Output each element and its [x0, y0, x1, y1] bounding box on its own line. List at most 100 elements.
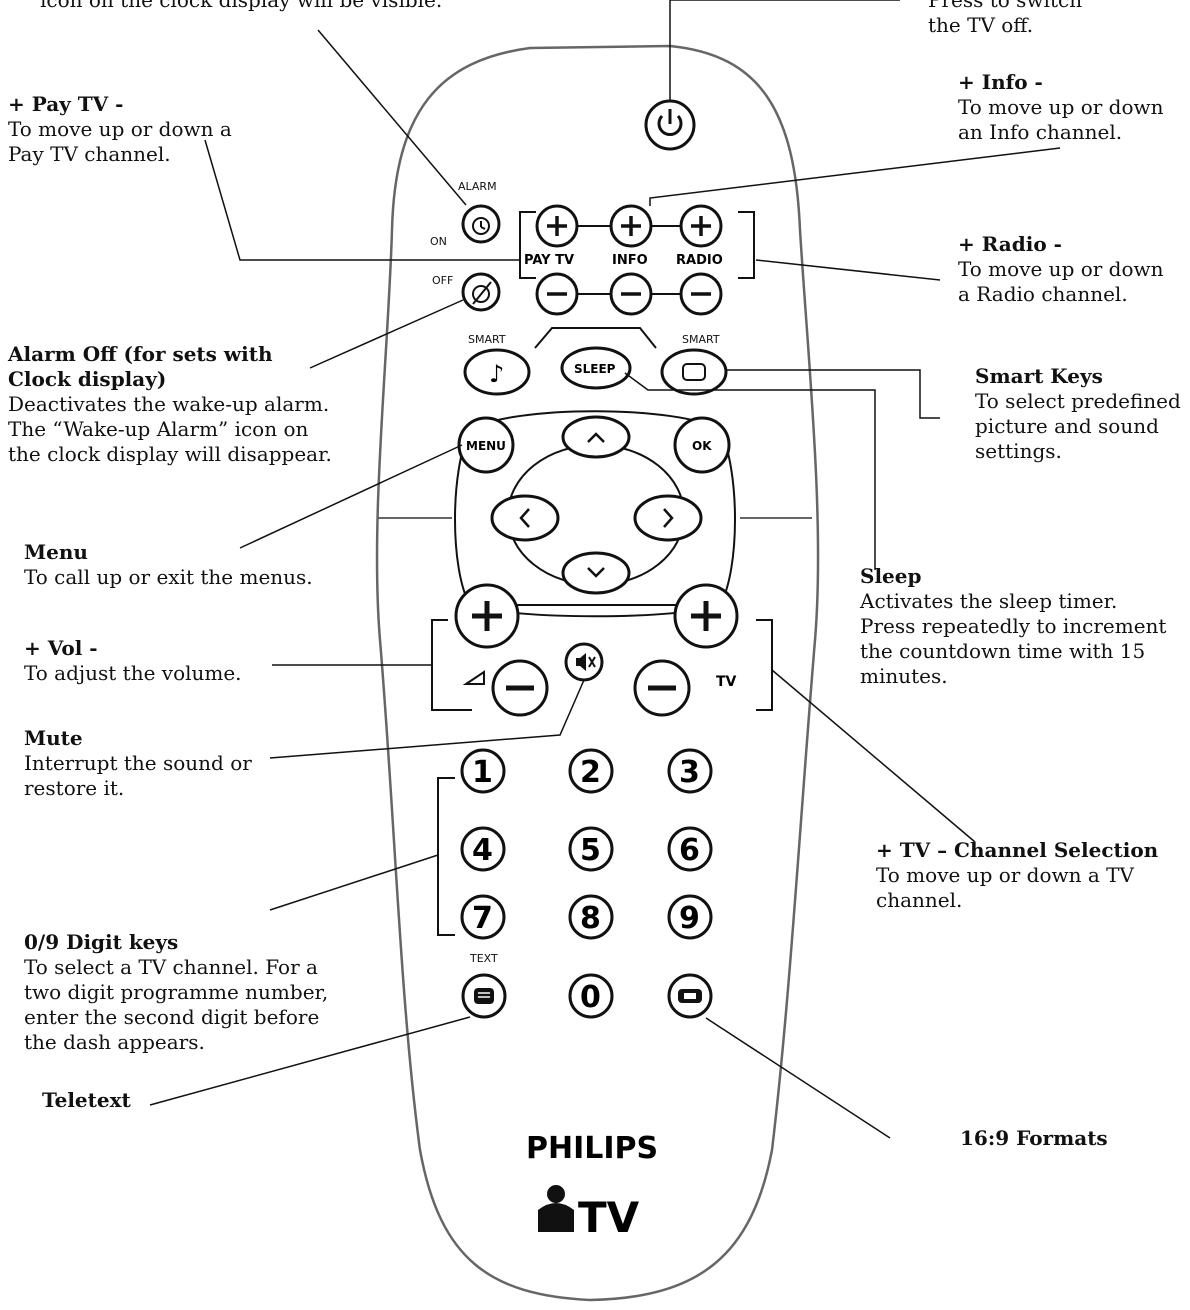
tv-channel-title: + TV – Channel Selection — [876, 838, 1159, 862]
alarm-on-button[interactable] — [461, 204, 501, 244]
left-button[interactable] — [490, 494, 560, 542]
digit-key-label: 5 — [580, 833, 601, 868]
music-note-icon: ♪ — [489, 360, 504, 388]
digit-key-7[interactable]: 7 — [460, 894, 506, 940]
ok-label: OK — [692, 439, 712, 453]
tv-logo: TV — [538, 1185, 640, 1242]
digit-key-label: 9 — [679, 901, 700, 936]
tv-logo-text: TV — [578, 1193, 640, 1242]
radio-desc-1: To move up or down — [958, 257, 1164, 281]
smart-sound-button[interactable]: ♪ — [463, 348, 531, 396]
digit-keys-annotation: 0/9 Digit keys To select a TV channel. F… — [24, 930, 328, 1055]
alarm-off-title-1: Alarm Off (for sets with — [8, 342, 273, 366]
pay-tv-title: + Pay TV - — [8, 92, 124, 116]
power-desc-2: the TV off. — [928, 13, 1034, 37]
digit-key-label: 4 — [472, 833, 493, 868]
digit-key-3[interactable]: 3 — [667, 748, 713, 794]
mute-desc-1: Interrupt the sound or — [24, 751, 252, 775]
info-desc-1: To move up or down — [958, 95, 1164, 119]
vol-desc-1: To adjust the volume. — [24, 661, 242, 685]
alarm-off-desc-3: the clock display will disappear. — [8, 442, 332, 466]
digit-keys-title: 0/9 Digit keys — [24, 930, 179, 954]
digit-key-label: 2 — [580, 755, 601, 790]
tv-bracket — [756, 619, 773, 711]
volume-minus-button[interactable] — [491, 659, 549, 717]
mute-icon — [576, 653, 586, 671]
menu-title: Menu — [24, 540, 88, 564]
mute-annotation: Mute Interrupt the sound or restore it. — [24, 726, 252, 801]
digit-key-6[interactable]: 6 — [667, 826, 713, 872]
digit-keys-desc-2: two digit programme number, — [24, 980, 329, 1004]
digit-key-2[interactable]: 2 — [568, 748, 614, 794]
digit-key-1[interactable]: 1 — [460, 748, 506, 794]
digit-keys-bracket — [437, 777, 455, 936]
power-icon — [657, 114, 683, 136]
up-button[interactable] — [561, 415, 631, 459]
digit-key-8[interactable]: 8 — [568, 894, 614, 940]
format-16-9-button[interactable] — [667, 973, 713, 1019]
brand-logo: PHILIPS — [526, 1131, 658, 1166]
volume-icon — [462, 670, 485, 685]
right-button[interactable] — [633, 494, 703, 542]
power-annotation: Press to switch the TV off. — [928, 0, 1082, 38]
menu-annotation: Menu To call up or exit the menus. — [24, 540, 313, 590]
alarm-clock-icon — [472, 217, 490, 235]
smart-picture-button[interactable] — [660, 348, 728, 396]
teletext-title: Teletext — [42, 1088, 131, 1112]
digit-key-0[interactable]: 0 — [568, 973, 614, 1019]
volume-plus-button[interactable] — [454, 583, 520, 649]
power-desc-1: Press to switch — [928, 0, 1083, 12]
tv-minus-button[interactable] — [633, 659, 691, 717]
digit-key-5[interactable]: 5 — [568, 826, 614, 872]
digit-key-label: 1 — [472, 755, 493, 790]
top-left-fragment: icon on the clock display will be visibl… — [40, 0, 442, 13]
menu-label: MENU — [466, 439, 506, 453]
vol-annotation: + Vol - To adjust the volume. — [24, 636, 242, 686]
smart-right-label: SMART — [682, 333, 720, 346]
chevron-down-icon — [587, 567, 605, 578]
sleep-button[interactable]: SLEEP — [560, 346, 632, 390]
digit-key-label: 6 — [679, 833, 700, 868]
ok-button[interactable]: OK — [673, 416, 731, 474]
radio-desc-2: a Radio channel. — [958, 282, 1128, 306]
radio-plus-button[interactable] — [679, 204, 723, 248]
menu-button[interactable]: MENU — [457, 416, 515, 474]
teletext-annotation: Teletext — [42, 1088, 131, 1113]
digit-keys-desc-4: the dash appears. — [24, 1030, 205, 1054]
alarm-off-button[interactable] — [461, 272, 501, 312]
tv-channel-desc-1: To move up or down a TV — [876, 863, 1134, 887]
mute-desc-2: restore it. — [24, 776, 125, 800]
alarm-off-title-2: Clock display) — [8, 367, 167, 391]
radio-bracket — [738, 211, 755, 279]
teletext-button[interactable] — [461, 973, 507, 1019]
digit-key-4[interactable]: 4 — [460, 826, 506, 872]
digit-key-9[interactable]: 9 — [667, 894, 713, 940]
pay-tv-desc-1: To move up or down a — [8, 117, 232, 141]
tv-channel-desc-2: channel. — [876, 888, 963, 912]
alarm-off-icon — [472, 285, 490, 303]
alarm-off-desc-2: The “Wake-up Alarm” icon on — [8, 417, 309, 441]
pay-tv-bracket — [519, 211, 536, 279]
smart-left-label: SMART — [468, 333, 506, 346]
sleep-desc-1: Activates the sleep timer. — [860, 589, 1118, 613]
down-button[interactable] — [561, 551, 631, 595]
smart-keys-desc-2: picture and sound — [975, 414, 1159, 438]
top-left-fragment-text: icon on the clock display will be visibl… — [40, 0, 443, 12]
teletext-icon — [474, 988, 494, 1004]
info-label: INFO — [612, 253, 648, 268]
chevron-right-icon — [663, 508, 674, 528]
radio-label: RADIO — [676, 253, 723, 268]
sleep-annotation: Sleep Activates the sleep timer. Press r… — [860, 564, 1166, 689]
info-desc-2: an Info channel. — [958, 120, 1123, 144]
pay-tv-label: PAY TV — [524, 253, 574, 268]
tv-plus-button[interactable] — [673, 583, 739, 649]
radio-title: + Radio - — [958, 232, 1062, 256]
digit-key-label: 3 — [679, 755, 700, 790]
alarm-off-desc-1: Deactivates the wake-up alarm. — [8, 392, 330, 416]
digit-key-label: 0 — [580, 980, 601, 1015]
power-button[interactable] — [644, 99, 696, 151]
picture-icon — [682, 363, 706, 381]
info-annotation: + Info - To move up or down an Info chan… — [958, 70, 1164, 145]
